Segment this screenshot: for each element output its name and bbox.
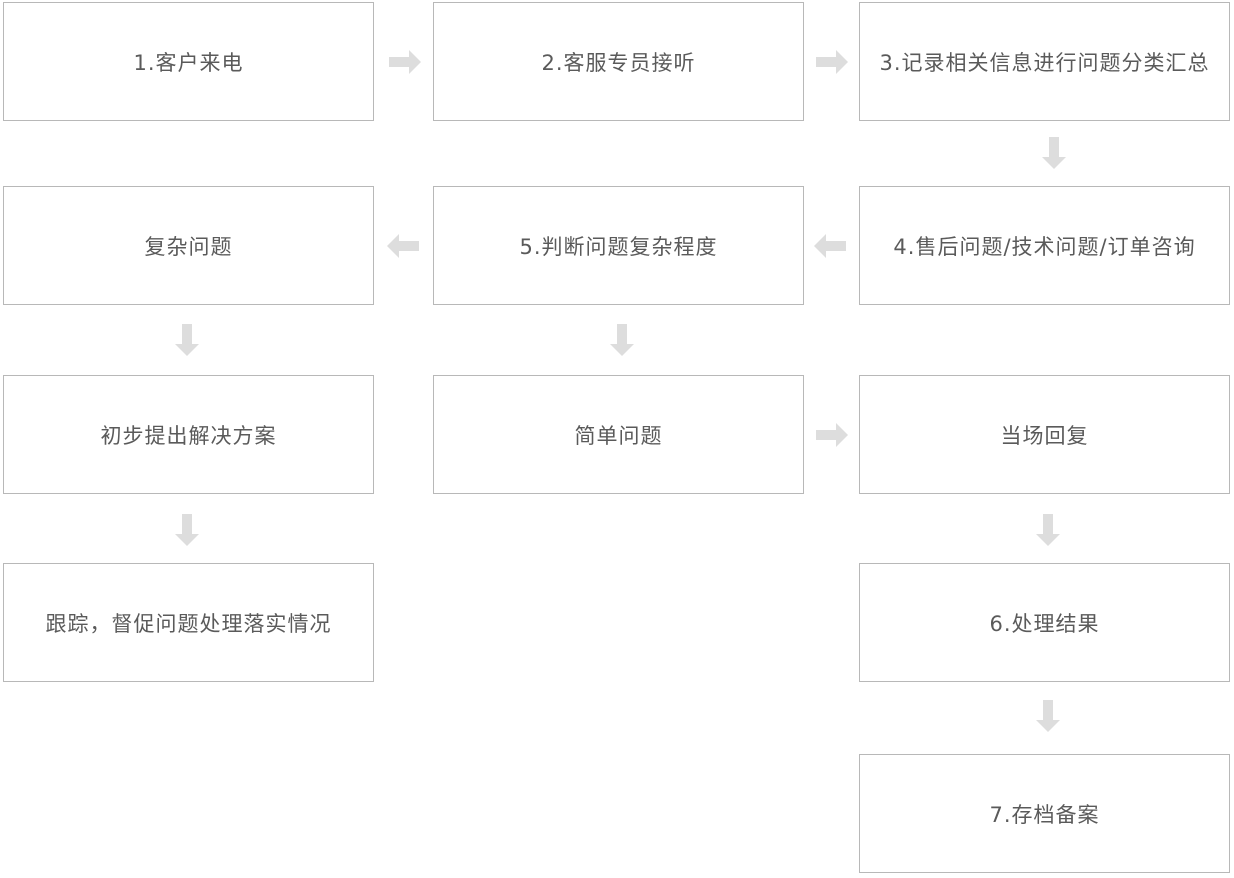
node-label: 简单问题	[574, 423, 663, 448]
node-complex-problem: 复杂问题	[3, 186, 374, 305]
arrow-down-icon	[1030, 512, 1066, 548]
node-track-supervise: 跟踪，督促问题处理落实情况	[3, 563, 374, 682]
arrow-down-icon	[169, 322, 205, 358]
node-customer-call: 1.客户来电	[3, 2, 374, 121]
node-label: 1.客户来电	[133, 50, 244, 75]
node-label: 7.存档备案	[989, 802, 1100, 827]
node-label: 3.记录相关信息进行问题分类汇总	[879, 50, 1210, 75]
node-record-classify: 3.记录相关信息进行问题分类汇总	[859, 2, 1230, 121]
arrow-left-icon	[385, 228, 421, 264]
node-label: 跟踪，督促问题处理落实情况	[45, 611, 332, 636]
arrow-down-icon	[604, 322, 640, 358]
node-judge-complexity: 5.判断问题复杂程度	[433, 186, 804, 305]
node-label: 5.判断问题复杂程度	[519, 234, 718, 259]
node-label: 6.处理结果	[989, 611, 1100, 636]
node-reply-on-spot: 当场回复	[859, 375, 1230, 494]
node-label: 初步提出解决方案	[100, 423, 277, 448]
arrow-down-icon	[169, 512, 205, 548]
arrow-left-icon	[812, 228, 848, 264]
arrow-right-icon	[814, 417, 850, 453]
arrow-down-icon	[1030, 698, 1066, 734]
node-label: 当场回复	[1000, 423, 1089, 448]
arrow-right-icon	[814, 44, 850, 80]
node-simple-problem: 简单问题	[433, 375, 804, 494]
node-archive: 7.存档备案	[859, 754, 1230, 873]
node-question-types: 4.售后问题/技术问题/订单咨询	[859, 186, 1230, 305]
node-process-result: 6.处理结果	[859, 563, 1230, 682]
node-label: 2.客服专员接听	[541, 50, 696, 75]
arrow-down-icon	[1036, 135, 1072, 171]
arrow-right-icon	[387, 44, 423, 80]
node-label: 复杂问题	[144, 234, 233, 259]
node-label: 4.售后问题/技术问题/订单咨询	[893, 234, 1196, 259]
node-service-answer: 2.客服专员接听	[433, 2, 804, 121]
node-initial-solution: 初步提出解决方案	[3, 375, 374, 494]
